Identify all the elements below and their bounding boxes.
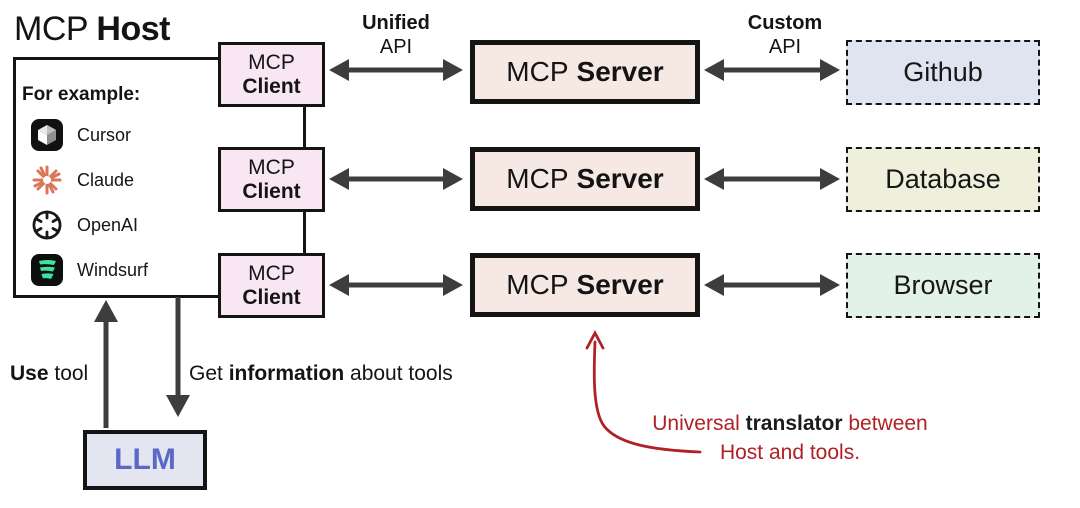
use-tool-label: Use tool bbox=[10, 362, 88, 386]
annotation-post: between bbox=[842, 412, 928, 435]
example-label: Windsurf bbox=[77, 259, 149, 280]
example-label: OpenAI bbox=[77, 214, 139, 235]
client-label-line1: MCP bbox=[248, 261, 295, 285]
llm-box: LLM bbox=[83, 430, 207, 490]
get-info-label: Get information about tools bbox=[189, 362, 453, 386]
unified-label: Unified bbox=[362, 12, 430, 34]
examples-heading: For example: bbox=[22, 84, 141, 105]
get-pre: Get bbox=[189, 362, 229, 385]
target-label: Database bbox=[885, 164, 1001, 194]
example-label: Claude bbox=[77, 169, 135, 190]
arrow-client3-server3 bbox=[329, 274, 463, 296]
custom-label: Custom bbox=[747, 12, 823, 34]
mcp-client-box-3: MCP Client bbox=[218, 253, 325, 318]
server-label-normal: MCP bbox=[506, 269, 569, 300]
unified-api-label: Unified API bbox=[329, 12, 463, 59]
example-label: Cursor bbox=[77, 124, 132, 145]
windsurf-icon bbox=[31, 254, 63, 286]
get-rest: about tools bbox=[344, 362, 453, 385]
arrow-client1-server1 bbox=[329, 59, 463, 81]
annotation-bold: translator bbox=[745, 412, 843, 435]
page-title: MCP Host bbox=[14, 10, 170, 49]
title-bold: Host bbox=[96, 10, 170, 48]
example-row-cursor: Cursor bbox=[30, 118, 131, 152]
custom-api-sub: API bbox=[768, 36, 802, 58]
arrow-server2-database bbox=[704, 168, 840, 190]
annotation-pre: Universal bbox=[652, 412, 746, 435]
target-label: Browser bbox=[893, 270, 993, 300]
mcp-client-box-2: MCP Client bbox=[218, 147, 325, 212]
annotation-text: Universal translator between Host and to… bbox=[640, 409, 940, 468]
annotation-line2: Host and tools. bbox=[719, 441, 861, 465]
llm-label: LLM bbox=[114, 443, 176, 476]
unified-api-sub: API bbox=[379, 36, 413, 58]
server-label-bold: Server bbox=[576, 163, 664, 194]
claude-icon bbox=[32, 165, 62, 195]
mcp-client-box-1: MCP Client bbox=[218, 42, 325, 107]
title-normal: MCP bbox=[14, 10, 88, 48]
server-label-bold: Server bbox=[576, 269, 664, 300]
client-label-line2: Client bbox=[242, 74, 301, 98]
server-label-bold: Server bbox=[576, 56, 664, 87]
example-row-openai: OpenAI bbox=[30, 208, 138, 242]
server-label-normal: MCP bbox=[506, 56, 569, 87]
target-box-browser: Browser bbox=[846, 253, 1040, 318]
openai-icon bbox=[32, 210, 62, 240]
example-row-claude: Claude bbox=[30, 163, 134, 197]
target-box-database: Database bbox=[846, 147, 1040, 212]
server-label-normal: MCP bbox=[506, 163, 569, 194]
example-row-windsurf: Windsurf bbox=[30, 253, 148, 287]
client-label-line2: Client bbox=[242, 285, 301, 309]
arrow-get-info-down bbox=[166, 297, 190, 417]
target-label: Github bbox=[903, 57, 983, 87]
client-label-line2: Client bbox=[242, 179, 301, 203]
cursor-icon bbox=[31, 119, 63, 151]
use-rest: tool bbox=[48, 362, 89, 385]
use-bold: Use bbox=[10, 362, 49, 385]
arrow-client2-server2 bbox=[329, 168, 463, 190]
get-bold: information bbox=[228, 362, 345, 385]
arrow-server1-github bbox=[704, 59, 840, 81]
target-box-github: Github bbox=[846, 40, 1040, 105]
client-label-line1: MCP bbox=[248, 155, 295, 179]
arrow-server3-browser bbox=[704, 274, 840, 296]
custom-api-label: Custom API bbox=[715, 12, 855, 59]
arrow-use-tool-up bbox=[94, 300, 118, 428]
client-label-line1: MCP bbox=[248, 50, 295, 74]
